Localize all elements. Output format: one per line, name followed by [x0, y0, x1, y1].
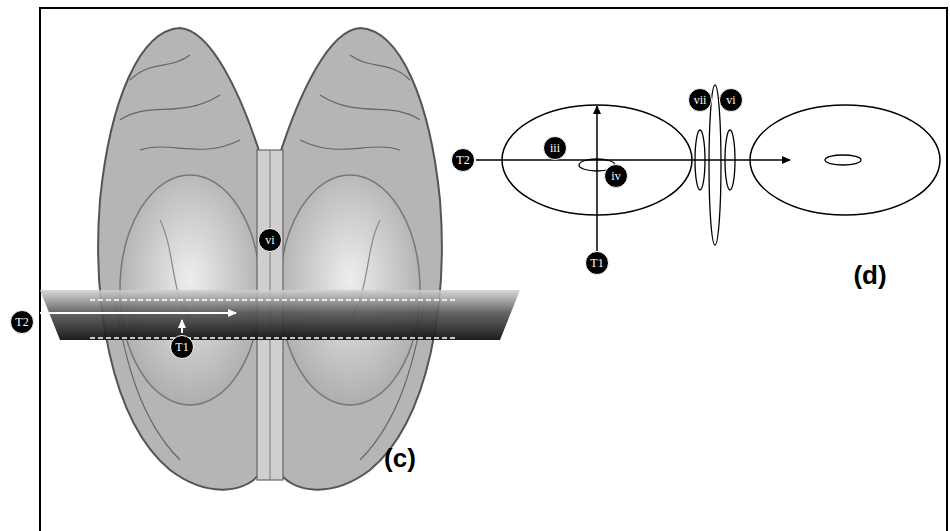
callout-number: T2 [451, 148, 475, 172]
callout-number: vii [688, 88, 712, 112]
panel-label: (d) [853, 260, 886, 291]
panel-label: (c) [384, 443, 416, 474]
callout-number: iii [543, 136, 567, 160]
callout-number: T2 [10, 310, 34, 334]
callout-number: vi [719, 88, 743, 112]
callout-number: iv [604, 164, 628, 188]
callout-number: T1 [170, 335, 194, 359]
callout-number: T1 [585, 251, 609, 275]
callout-number: vi [258, 228, 282, 252]
